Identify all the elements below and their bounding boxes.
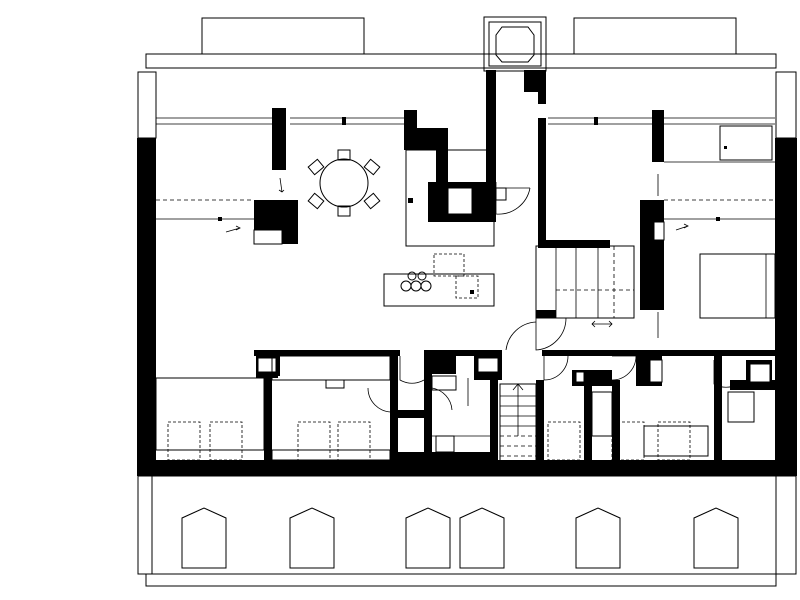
lower-staircase xyxy=(499,383,537,465)
door-swings xyxy=(495,182,567,351)
window-rows xyxy=(156,117,775,125)
dining-table xyxy=(307,149,381,217)
staircase xyxy=(535,245,635,328)
lower-partitions xyxy=(254,350,776,460)
chimney xyxy=(483,16,547,72)
lower-door-swings xyxy=(367,355,739,413)
bottom-facade xyxy=(137,475,797,587)
kitchen xyxy=(383,149,495,307)
core-walls xyxy=(272,70,664,248)
exterior-walls xyxy=(137,138,797,476)
bedroom-wing xyxy=(640,125,776,338)
lower-furniture xyxy=(155,355,755,461)
left-pillar xyxy=(156,177,298,245)
double-arrow-icon xyxy=(591,320,613,328)
roof-outline xyxy=(137,17,797,139)
